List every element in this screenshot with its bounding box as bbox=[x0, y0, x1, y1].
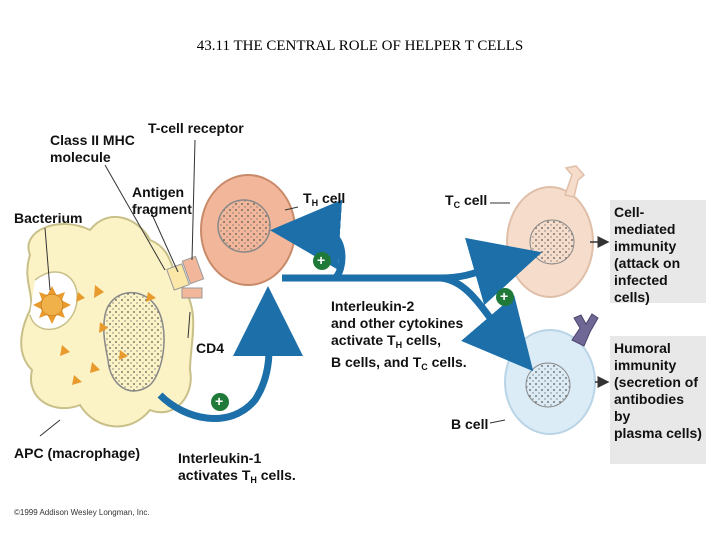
plus-label-2: + bbox=[500, 288, 509, 304]
tc-receptor-icon bbox=[564, 165, 586, 198]
diagram-artwork bbox=[20, 139, 610, 437]
interleukin-2-text: Interleukin-2 and other cytokines activa… bbox=[331, 298, 467, 372]
plus-sign-icon-2 bbox=[496, 288, 514, 306]
helper-t-cell-diagram: + + + Class II MHC molecule T-cell recep… bbox=[0, 100, 720, 530]
plus-label-3: + bbox=[215, 393, 224, 409]
cell-mediated-immunity-box: Cell-mediated immunity (attack on infect… bbox=[610, 200, 706, 305]
page-title: 43.11 THE CENTRAL ROLE OF HELPER T CELLS bbox=[196, 38, 524, 54]
humoral-immunity-box: Humoral immunity (secretion of antibodie… bbox=[610, 336, 706, 464]
interleukin-1-text: Interleukin-1 activates TH cells. bbox=[178, 450, 296, 485]
plus-sign-icon-1 bbox=[313, 252, 331, 270]
mhc-receptor-complex bbox=[166, 255, 205, 299]
t-cell-receptor-label: T-cell receptor bbox=[148, 120, 244, 136]
th-nucleus bbox=[217, 199, 271, 253]
tc-nucleus bbox=[529, 219, 575, 265]
b-nucleus bbox=[525, 362, 571, 408]
apc-label: APC (macrophage) bbox=[14, 445, 141, 461]
apc-nucleus bbox=[103, 291, 165, 392]
b-cell-label: B cell bbox=[451, 416, 489, 432]
tc-cell-label: TC cell bbox=[445, 192, 488, 210]
class-ii-mhc-label: Class II MHC molecule bbox=[50, 132, 135, 165]
bacterium-icon bbox=[33, 286, 71, 324]
interleukin-1-arrow bbox=[157, 286, 304, 422]
interleukin-2-arrow-to-b bbox=[439, 274, 534, 372]
antibody-receptor-icon bbox=[571, 313, 599, 347]
bacterium-label: Bacterium bbox=[14, 210, 83, 226]
cd4-label: CD4 bbox=[196, 340, 225, 356]
th-cell-label: TH cell bbox=[303, 190, 346, 208]
antigen-fragment-label: Antigen fragment bbox=[132, 184, 192, 217]
plus-sign-icon-3 bbox=[211, 393, 229, 411]
bacterial-fragments-icon bbox=[60, 285, 156, 385]
plus-label-1: + bbox=[317, 252, 326, 268]
interleukin-2-feedback-arrow bbox=[270, 199, 346, 281]
copyright-notice: ©1999 Addison Wesley Longman, Inc. bbox=[14, 508, 150, 517]
